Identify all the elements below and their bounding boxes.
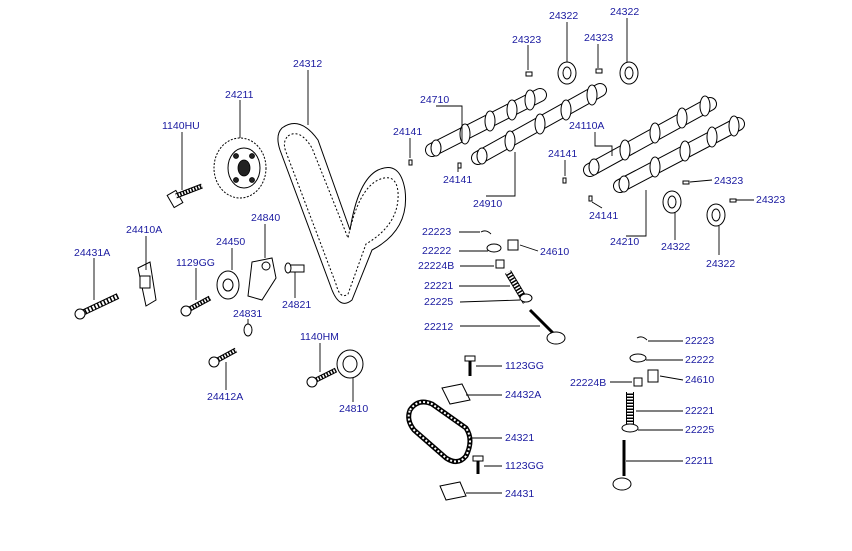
bolt-1140hm bbox=[306, 367, 338, 388]
valve-group-b bbox=[612, 336, 659, 491]
label-24312: 24312 bbox=[293, 58, 322, 70]
label-24210: 24210 bbox=[610, 236, 639, 248]
bolt-1129gg bbox=[180, 295, 212, 317]
label-24110a: 24110A bbox=[569, 120, 604, 132]
label-24910: 24910 bbox=[473, 198, 502, 210]
label-24831: 24831 bbox=[233, 308, 262, 320]
camshaft-24710 bbox=[425, 88, 547, 157]
label-22221-b: 22221 bbox=[685, 405, 714, 417]
camshaft-24210 bbox=[613, 115, 745, 193]
label-24840: 24840 bbox=[251, 212, 280, 224]
bolt-1123gg-a bbox=[464, 355, 476, 376]
label-24322-d: 24322 bbox=[706, 258, 735, 270]
label-24410a: 24410A bbox=[126, 224, 162, 236]
label-24610-b: 24610 bbox=[685, 374, 714, 386]
camshaft-24910 bbox=[471, 83, 607, 165]
label-24321: 24321 bbox=[505, 432, 534, 444]
camshaft-24110a bbox=[583, 95, 717, 177]
label-24323-c: 24323 bbox=[714, 175, 743, 187]
seal-24322-a bbox=[557, 61, 577, 85]
label-24810: 24810 bbox=[339, 403, 368, 415]
tensioner-24410a bbox=[137, 261, 157, 307]
label-24432a: 24432A bbox=[505, 389, 541, 401]
bolt-24412a bbox=[208, 347, 238, 368]
guide-24431 bbox=[439, 481, 467, 501]
label-1129gg: 1129GG bbox=[176, 257, 215, 269]
label-1123gg-b: 1123GG bbox=[505, 460, 544, 472]
label-24141-b: 24141 bbox=[548, 148, 577, 160]
label-24412a: 24412A bbox=[207, 391, 243, 403]
label-22224b-b: 22224B bbox=[570, 377, 606, 389]
label-24322-a: 24322 bbox=[549, 10, 578, 22]
pins bbox=[408, 68, 737, 203]
seal-24322-d bbox=[706, 203, 726, 227]
label-24610-a: 24610 bbox=[540, 246, 569, 258]
label-1140hm: 1140HM bbox=[300, 331, 339, 343]
bolt-24431a bbox=[74, 293, 120, 320]
label-24322-b: 24322 bbox=[610, 6, 639, 18]
label-22223-a: 22223 bbox=[422, 226, 451, 238]
timing-belt-24312 bbox=[277, 123, 407, 304]
label-24323-b: 24323 bbox=[584, 32, 613, 44]
label-24431: 24431 bbox=[505, 488, 534, 500]
label-1123gg-a: 1123GG bbox=[505, 360, 544, 372]
label-22225-b: 22225 bbox=[685, 424, 714, 436]
label-24141-d: 24141 bbox=[589, 210, 618, 222]
label-1140hu: 1140HU bbox=[162, 120, 200, 132]
label-24821: 24821 bbox=[282, 299, 311, 311]
bolt-1123gg-b bbox=[472, 455, 484, 474]
label-22211: 22211 bbox=[685, 455, 714, 467]
label-24710: 24710 bbox=[420, 94, 449, 106]
valve-group-a bbox=[480, 230, 566, 345]
idler-24450 bbox=[216, 270, 240, 300]
label-22224b-a: 22224B bbox=[418, 260, 454, 272]
pin-24821 bbox=[284, 262, 305, 274]
label-22222-b: 22222 bbox=[685, 354, 714, 366]
label-24323-d: 24323 bbox=[756, 194, 785, 206]
label-24141-c: 24141 bbox=[443, 174, 472, 186]
guide-24432a bbox=[441, 383, 471, 405]
chain-24321 bbox=[406, 399, 473, 464]
label-22225-a: 22225 bbox=[424, 296, 453, 308]
label-22223-b: 22223 bbox=[685, 335, 714, 347]
washer-24831 bbox=[243, 323, 253, 337]
label-24450: 24450 bbox=[216, 236, 245, 248]
label-24431a: 24431A bbox=[74, 247, 110, 259]
bracket-24840 bbox=[247, 257, 277, 301]
label-22212: 22212 bbox=[424, 321, 453, 333]
label-22221-a: 22221 bbox=[424, 280, 453, 292]
label-24211: 24211 bbox=[225, 89, 254, 101]
seal-24322-c bbox=[662, 190, 682, 214]
label-24141-a: 24141 bbox=[393, 126, 422, 138]
leader-lines bbox=[93, 18, 754, 494]
label-22222-a: 22222 bbox=[422, 245, 451, 257]
idler-24810 bbox=[336, 349, 364, 379]
label-24322-c: 24322 bbox=[661, 241, 690, 253]
seal-24322-b bbox=[619, 61, 639, 85]
cam-sprocket-24211 bbox=[213, 137, 267, 199]
label-24323-a: 24323 bbox=[512, 34, 541, 46]
callout-labels: 24322 24322 24323 24323 24312 24710 2421… bbox=[74, 6, 785, 500]
bolt-1140hu bbox=[166, 183, 203, 209]
